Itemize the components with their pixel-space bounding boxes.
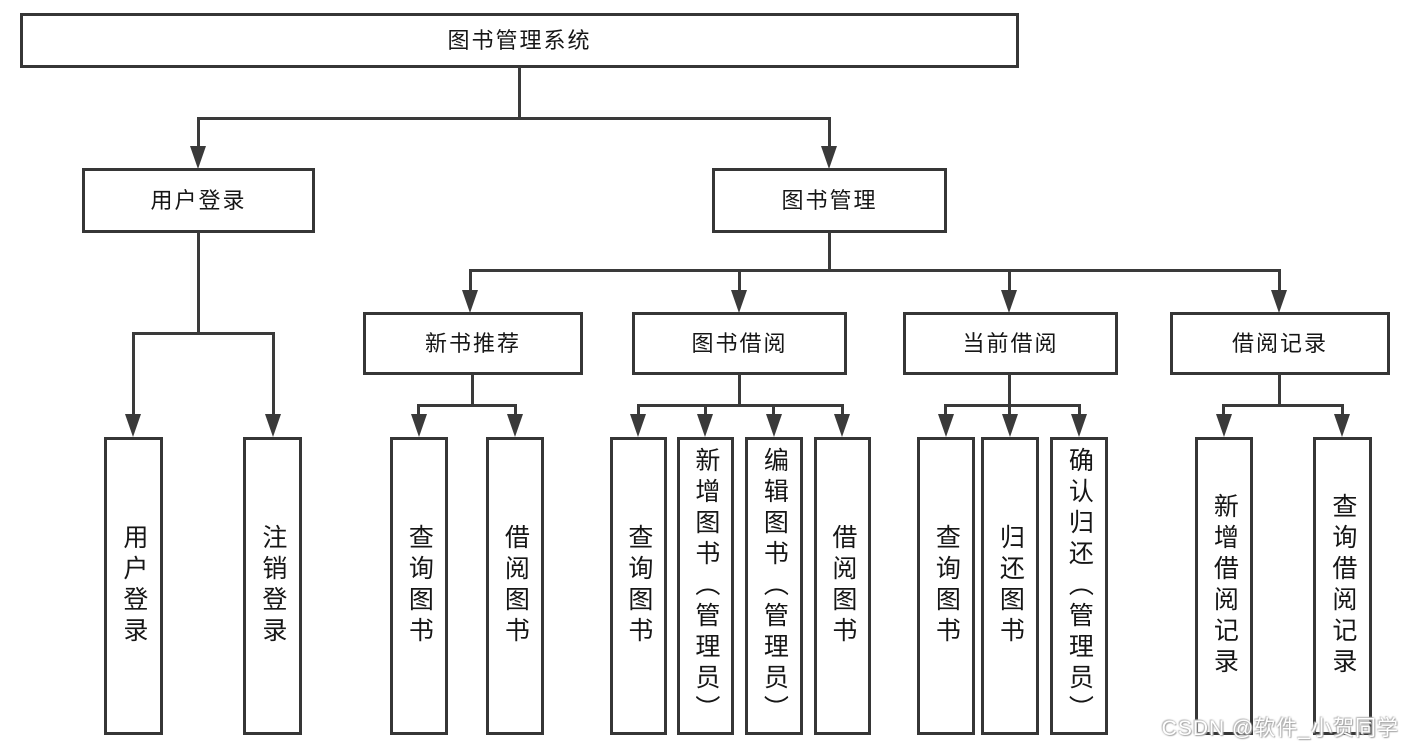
connector-drop <box>1278 269 1281 292</box>
connector-drop <box>417 404 420 416</box>
connector-drop <box>738 269 741 292</box>
leaf-borrow-books-2: 借阅图书 <box>814 437 871 735</box>
csdn-watermark: CSDN @软件_小贺同学 <box>1161 717 1399 740</box>
leaf-confirm-return-admin-label: 确认归还（管理员） <box>1065 446 1094 726</box>
arrowhead <box>190 146 206 169</box>
connector-drop <box>841 404 844 416</box>
leaf-borrow-books-2-label: 借阅图书 <box>828 524 857 648</box>
connector-stem <box>1008 374 1011 406</box>
arrowhead <box>630 414 646 437</box>
connector-drop <box>1222 404 1225 416</box>
connector-stem <box>828 232 831 272</box>
node-book-borrow: 图书借阅 <box>632 312 847 375</box>
connector-rail <box>1222 404 1344 407</box>
node-user-login: 用户登录 <box>82 168 315 233</box>
leaf-logout: 注销登录 <box>243 437 302 735</box>
connector-drop <box>272 332 275 416</box>
leaf-return-books: 归还图书 <box>981 437 1039 735</box>
connector-drop <box>637 404 640 416</box>
leaf-edit-books-admin: 编辑图书（管理员） <box>745 437 803 735</box>
node-book-management: 图书管理 <box>712 168 947 233</box>
arrowhead <box>125 414 141 437</box>
connector-rail <box>469 269 1281 272</box>
node-new-book-recommend-label: 新书推荐 <box>424 330 521 356</box>
arrowhead <box>1071 414 1087 437</box>
connector-drop <box>469 269 472 292</box>
connector-stem <box>1278 374 1281 406</box>
connector-rail <box>132 332 275 335</box>
node-borrow-records: 借阅记录 <box>1170 312 1390 375</box>
connector-drop <box>197 117 200 150</box>
leaf-return-books-label: 归还图书 <box>996 524 1025 648</box>
connector-stem <box>738 374 741 406</box>
node-borrow-records-label: 借阅记录 <box>1231 330 1328 356</box>
leaf-confirm-return-admin: 确认归还（管理员） <box>1050 437 1108 735</box>
leaf-query-books-1: 查询图书 <box>390 437 448 735</box>
connector-level1-rail <box>197 117 831 120</box>
leaf-query-books-2: 查询图书 <box>610 437 667 735</box>
leaf-query-borrow-record-label: 查询借阅记录 <box>1328 493 1357 679</box>
arrowhead <box>834 414 850 437</box>
connector-stem <box>197 232 200 334</box>
connector-drop <box>514 404 517 416</box>
connector-drop <box>1078 404 1081 416</box>
leaf-borrow-books-1: 借阅图书 <box>486 437 544 735</box>
leaf-user-login: 用户登录 <box>104 437 163 735</box>
node-user-login-label: 用户登录 <box>150 187 247 213</box>
connector-root-stem <box>518 67 521 120</box>
node-new-book-recommend: 新书推荐 <box>363 312 583 375</box>
connector-drop <box>704 404 707 416</box>
arrowhead <box>1271 290 1287 313</box>
node-root: 图书管理系统 <box>20 13 1019 68</box>
arrowhead <box>1002 414 1018 437</box>
leaf-add-books-admin: 新增图书（管理员） <box>677 437 734 735</box>
leaf-add-borrow-record-label: 新增借阅记录 <box>1210 493 1239 679</box>
node-current-borrow: 当前借阅 <box>903 312 1118 375</box>
arrowhead <box>731 290 747 313</box>
leaf-query-books-1-label: 查询图书 <box>405 524 434 648</box>
leaf-query-borrow-record: 查询借阅记录 <box>1313 437 1372 735</box>
node-book-management-label: 图书管理 <box>781 187 878 213</box>
connector-rail <box>944 404 1081 407</box>
node-book-borrow-label: 图书借阅 <box>691 330 788 356</box>
arrowhead <box>462 290 478 313</box>
leaf-user-login-label: 用户登录 <box>119 524 148 648</box>
arrowhead <box>697 414 713 437</box>
connector-rail <box>637 404 844 407</box>
leaf-borrow-books-1-label: 借阅图书 <box>501 524 530 648</box>
leaf-query-books-2-label: 查询图书 <box>624 524 653 648</box>
connector-drop <box>772 404 775 416</box>
arrowhead <box>1001 290 1017 313</box>
connector-stem <box>471 374 474 406</box>
arrowhead <box>1216 414 1232 437</box>
arrowhead <box>766 414 782 437</box>
connector-drop <box>132 332 135 416</box>
node-current-borrow-label: 当前借阅 <box>962 330 1059 356</box>
connector-drop <box>944 404 947 416</box>
leaf-add-books-admin-label: 新增图书（管理员） <box>691 446 720 726</box>
connector-rail <box>417 404 517 407</box>
leaf-add-borrow-record: 新增借阅记录 <box>1195 437 1253 735</box>
leaf-query-books-3: 查询图书 <box>917 437 975 735</box>
leaf-edit-books-admin-label: 编辑图书（管理员） <box>760 446 789 726</box>
arrowhead <box>938 414 954 437</box>
connector-drop <box>828 117 831 150</box>
arrowhead <box>821 146 837 169</box>
connector-drop <box>1341 404 1344 416</box>
arrowhead <box>265 414 281 437</box>
node-root-label: 图书管理系统 <box>447 27 592 53</box>
leaf-query-books-3-label: 查询图书 <box>932 524 961 648</box>
arrowhead <box>1334 414 1350 437</box>
connector-drop <box>1008 404 1011 416</box>
arrowhead <box>411 414 427 437</box>
connector-drop <box>1008 269 1011 292</box>
leaf-logout-label: 注销登录 <box>258 524 287 648</box>
arrowhead <box>507 414 523 437</box>
